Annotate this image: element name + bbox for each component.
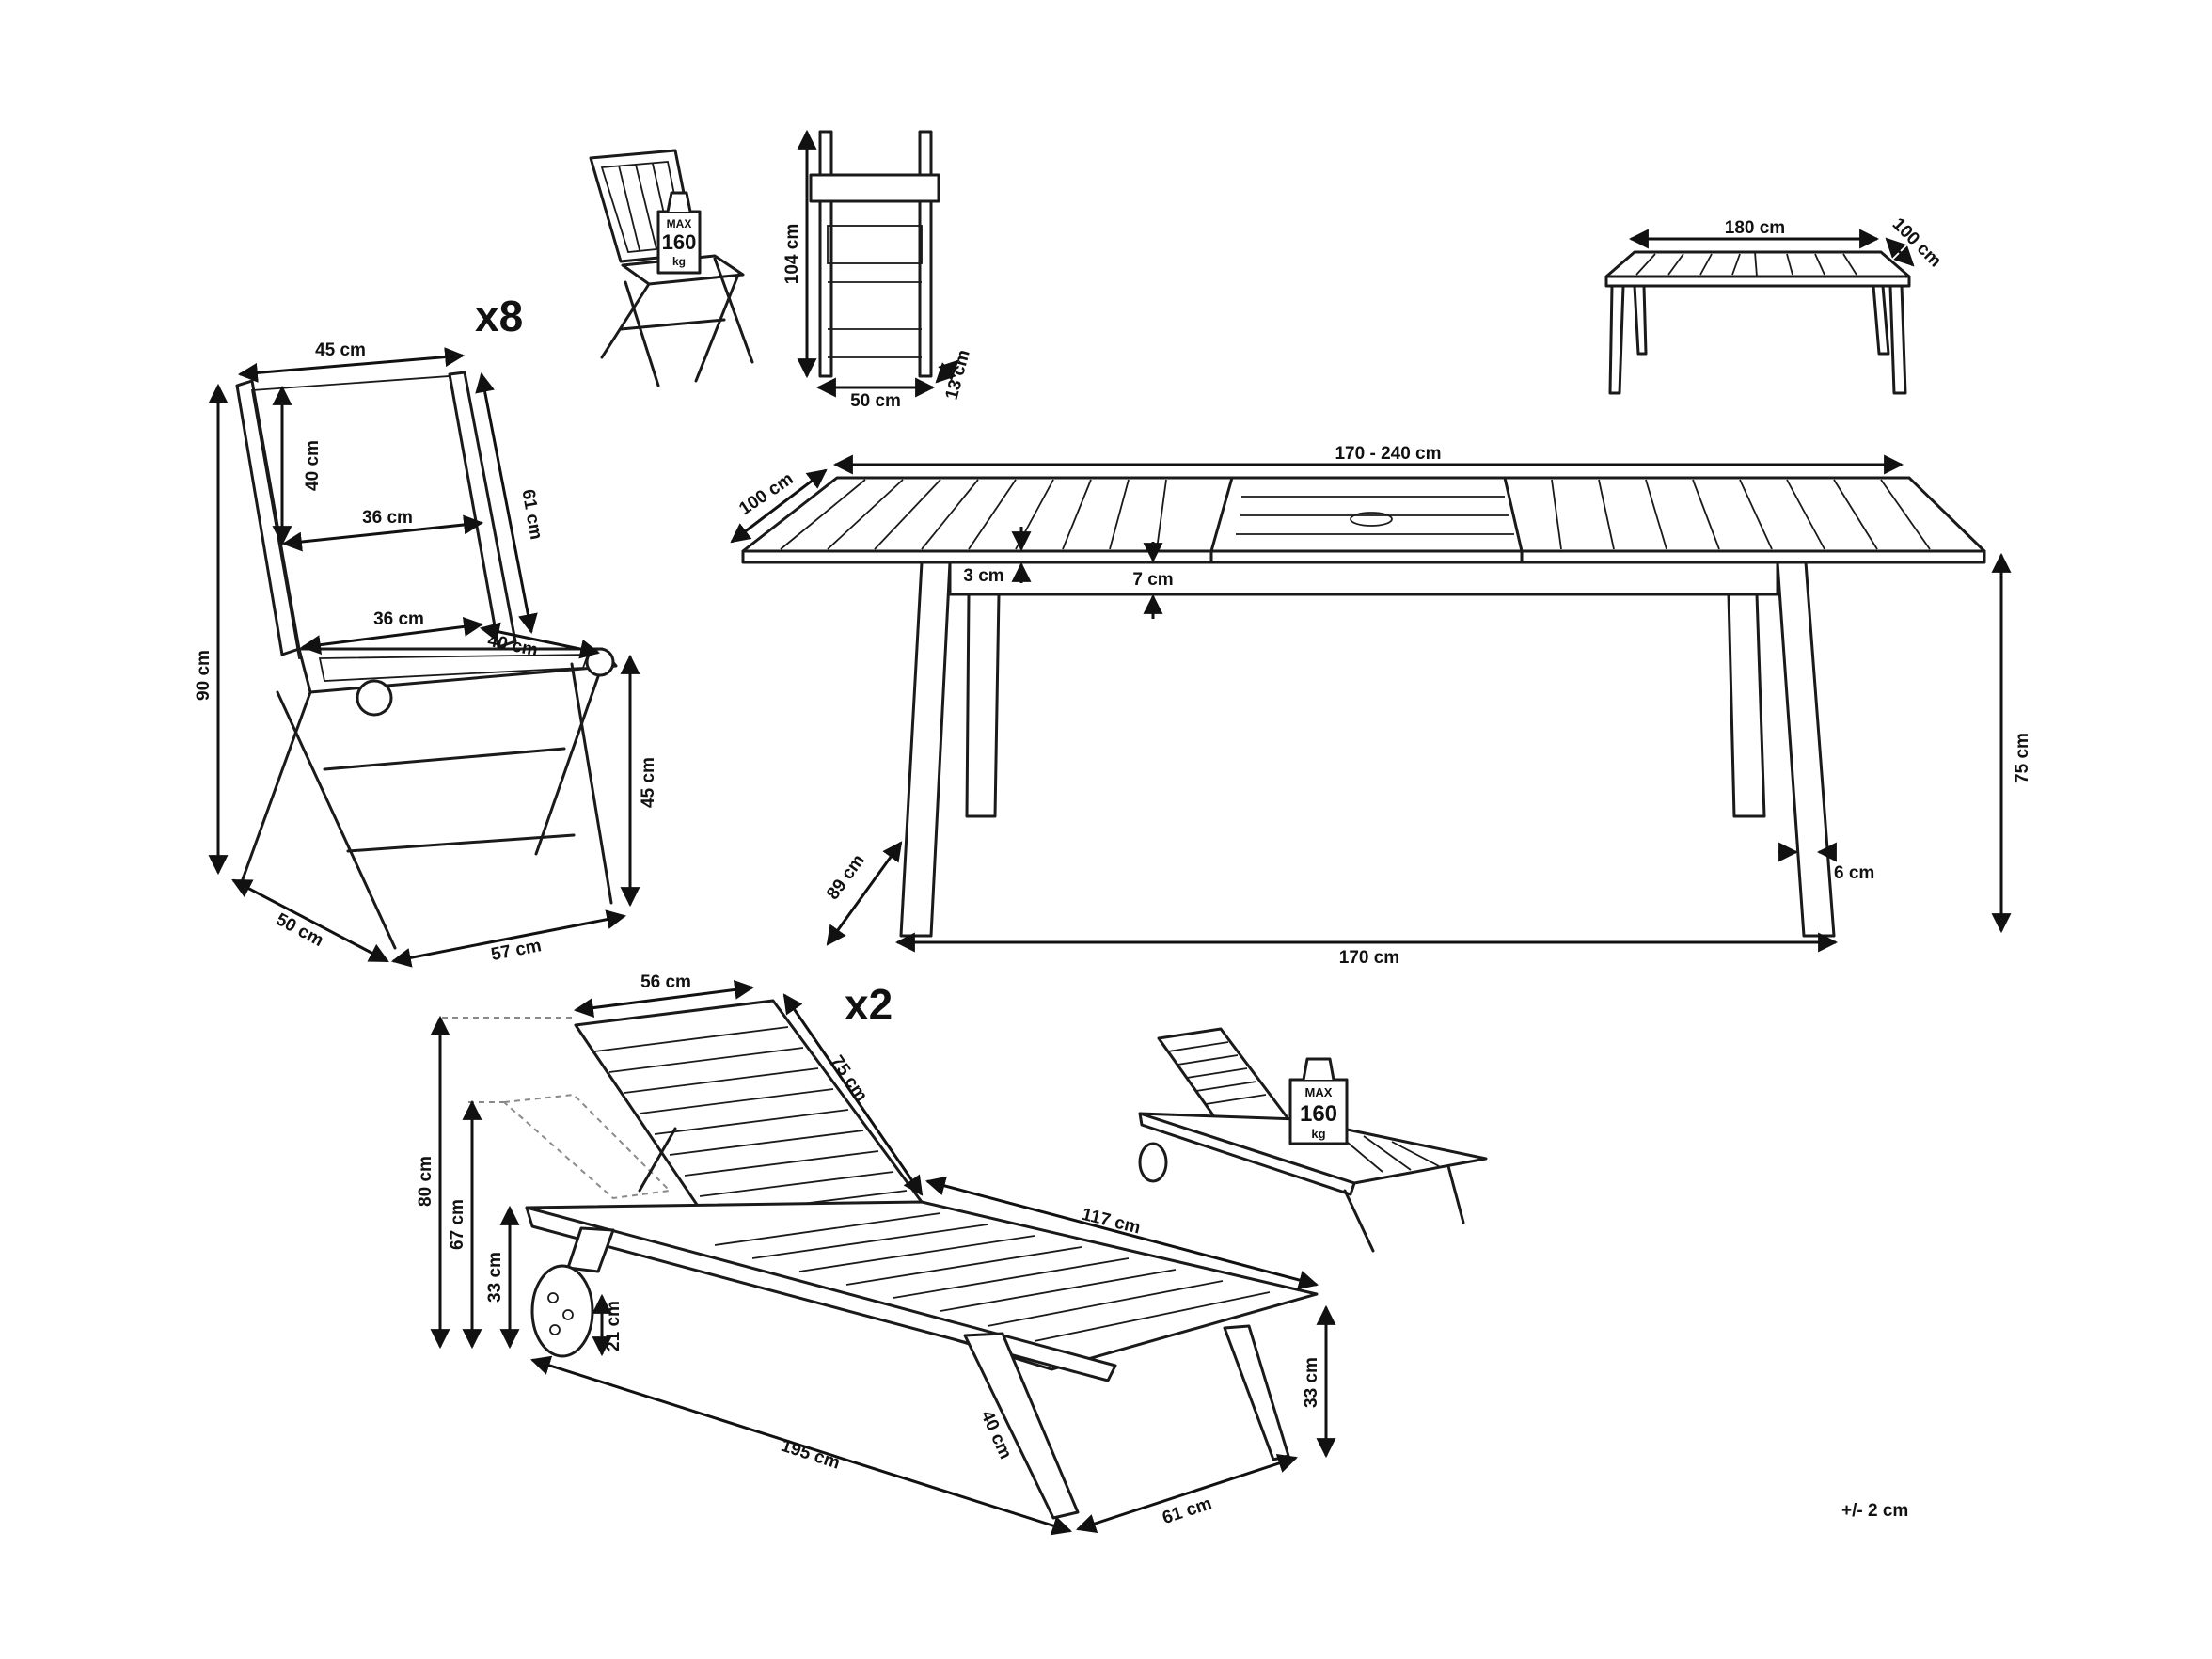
label-chair-seat-height: 45 cm <box>639 757 658 808</box>
chair-folded <box>809 130 940 378</box>
lounger-max-weight-tag: MAX 160 kg <box>1288 1057 1349 1146</box>
lounger-quantity: x2 <box>845 980 893 1029</box>
table-preview <box>1604 250 1911 395</box>
tolerance-note: +/- 2 cm <box>1841 1501 1908 1521</box>
dim-chair-base-depth <box>390 909 627 968</box>
label-lounger-back-width: 56 cm <box>640 972 691 992</box>
dim-chair-seat-width <box>300 616 484 656</box>
dim-chair-top-width <box>237 347 466 383</box>
dim-table-leg-span-width <box>826 841 903 946</box>
lounger-tag-kg: kg <box>1311 1127 1325 1141</box>
label-table-leg-width: 6 cm <box>1834 863 1874 883</box>
label-chair-top-width: 45 cm <box>315 340 366 360</box>
dim-lounger-back-width <box>573 979 755 1019</box>
dim-lounger-length <box>529 1355 1073 1536</box>
max-weight-tag: MAX 160 kg <box>656 191 702 275</box>
tag-max: MAX <box>667 217 692 230</box>
dim-table-closed-width <box>1885 237 1915 267</box>
label-table-apron: 7 cm <box>1132 570 1173 590</box>
label-folded-width: 50 cm <box>850 391 901 411</box>
label-lounger-seat-length: 117 cm <box>1080 1205 1143 1239</box>
label-chair-total-height: 90 cm <box>194 650 213 701</box>
label-table-top-thickness: 3 cm <box>963 566 1003 586</box>
label-table-closed-width: 100 cm <box>1888 214 1945 271</box>
label-table-closed-length: 180 cm <box>1725 218 1785 238</box>
label-chair-back-length: 61 cm <box>517 488 545 542</box>
label-table-height: 75 cm <box>2013 733 2032 783</box>
dim-folded-depth <box>935 359 959 384</box>
label-chair-back-width: 36 cm <box>362 508 413 528</box>
lounger-tag-160: 160 <box>1300 1101 1337 1127</box>
dim-lounger-back-length <box>782 993 924 1196</box>
chair-preview: MAX 160 kg <box>589 149 754 387</box>
label-lounger-height-mid: 67 cm <box>448 1199 467 1250</box>
lounger-tag-max: MAX <box>1305 1085 1333 1099</box>
label-table-leg-span-length: 170 cm <box>1339 948 1399 968</box>
label-lounger-foot-height: 33 cm <box>1302 1357 1321 1408</box>
label-chair-back-height: 40 cm <box>303 440 323 491</box>
tag-160: 160 <box>662 230 697 254</box>
table-main <box>741 476 1986 938</box>
label-lounger-wheel-height: 21 cm <box>604 1301 624 1351</box>
dim-chair-back-length <box>475 371 538 635</box>
dim-chair-base-width <box>231 878 389 963</box>
label-lounger-height-seat: 33 cm <box>485 1252 505 1303</box>
label-table-width: 100 cm <box>735 469 797 519</box>
chair-main <box>235 371 618 950</box>
label-lounger-height-max: 80 cm <box>416 1156 435 1207</box>
dim-lounger-seat-length <box>924 1176 1319 1290</box>
label-folded-depth: 13 cm <box>942 348 974 402</box>
tag-kg: kg <box>672 255 686 268</box>
label-table-extended-length: 170 - 240 cm <box>1335 444 1441 464</box>
dim-table-width <box>730 468 828 544</box>
lounger-preview: MAX 160 kg <box>1138 1027 1488 1253</box>
dim-lounger-width <box>1076 1453 1298 1534</box>
dim-chair-back-width <box>281 514 484 552</box>
label-chair-seat-width: 36 cm <box>373 609 424 629</box>
chair-quantity: x8 <box>475 292 523 340</box>
label-folded-height: 104 cm <box>782 224 802 284</box>
label-lounger-length: 195 cm <box>779 1436 843 1474</box>
dim-chair-seat-depth <box>479 622 601 659</box>
